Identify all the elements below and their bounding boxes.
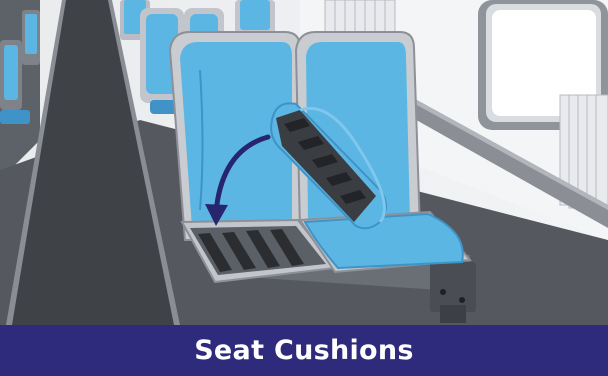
caption-bar: Seat Cushions	[0, 325, 608, 376]
train-interior-illustration	[0, 0, 608, 325]
caption-title: Seat Cushions	[194, 335, 414, 366]
